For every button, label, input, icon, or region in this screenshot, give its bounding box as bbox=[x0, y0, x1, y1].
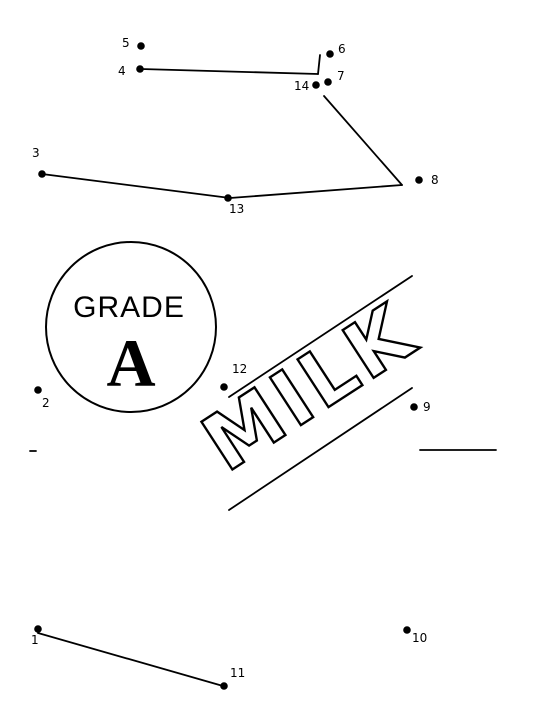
badge-top-text: GRADE bbox=[73, 291, 185, 324]
connecting-lines bbox=[29, 54, 497, 687]
dot-number-13: 13 bbox=[229, 202, 244, 216]
dot-11 bbox=[220, 682, 228, 690]
dot-7 bbox=[324, 78, 332, 86]
line-1-to-11 bbox=[37, 632, 224, 687]
dot-14 bbox=[312, 81, 320, 89]
dots-layer: 5 4 6 7 14 3 13 8 12 9 2 1 10 11 bbox=[31, 36, 439, 690]
dot-6 bbox=[326, 50, 334, 58]
dot-number-7: 7 bbox=[337, 69, 345, 83]
milk-lower-rule bbox=[228, 387, 413, 511]
dot-number-5: 5 bbox=[122, 36, 130, 50]
dot-number-2: 2 bbox=[42, 396, 50, 410]
line-hook-6 bbox=[317, 54, 321, 75]
dot-number-6: 6 bbox=[338, 42, 346, 56]
dot-number-11: 11 bbox=[230, 666, 245, 680]
dot-number-1: 1 bbox=[31, 633, 39, 647]
milk-upper-rule bbox=[228, 275, 413, 398]
dot-number-4: 4 bbox=[118, 64, 126, 78]
dot-number-3: 3 bbox=[32, 146, 40, 160]
dot-2 bbox=[34, 386, 42, 394]
line-8-to-13 bbox=[229, 184, 403, 199]
dot-number-8: 8 bbox=[431, 173, 439, 187]
dot-number-10: 10 bbox=[412, 631, 427, 645]
badge-circle bbox=[45, 241, 217, 413]
dot-10 bbox=[403, 626, 411, 634]
dot-13 bbox=[224, 194, 232, 202]
milk-label: MILK bbox=[187, 275, 433, 511]
badge-letter: A bbox=[106, 325, 155, 401]
line-13-to-3 bbox=[41, 173, 231, 199]
dot-number-12: 12 bbox=[232, 362, 247, 376]
dot-8 bbox=[415, 176, 423, 184]
dot-3 bbox=[38, 170, 46, 178]
line-4-to-upper bbox=[140, 68, 319, 75]
line-14-to-8 bbox=[323, 95, 403, 186]
dot-1 bbox=[34, 625, 42, 633]
dot-12 bbox=[220, 383, 228, 391]
dot-5 bbox=[137, 42, 145, 50]
dot-number-14: 14 bbox=[294, 79, 309, 93]
grade-a-badge: GRADE A bbox=[45, 241, 217, 413]
dot-number-9: 9 bbox=[423, 400, 431, 414]
dot-9 bbox=[410, 403, 418, 411]
dot-4 bbox=[136, 65, 144, 73]
